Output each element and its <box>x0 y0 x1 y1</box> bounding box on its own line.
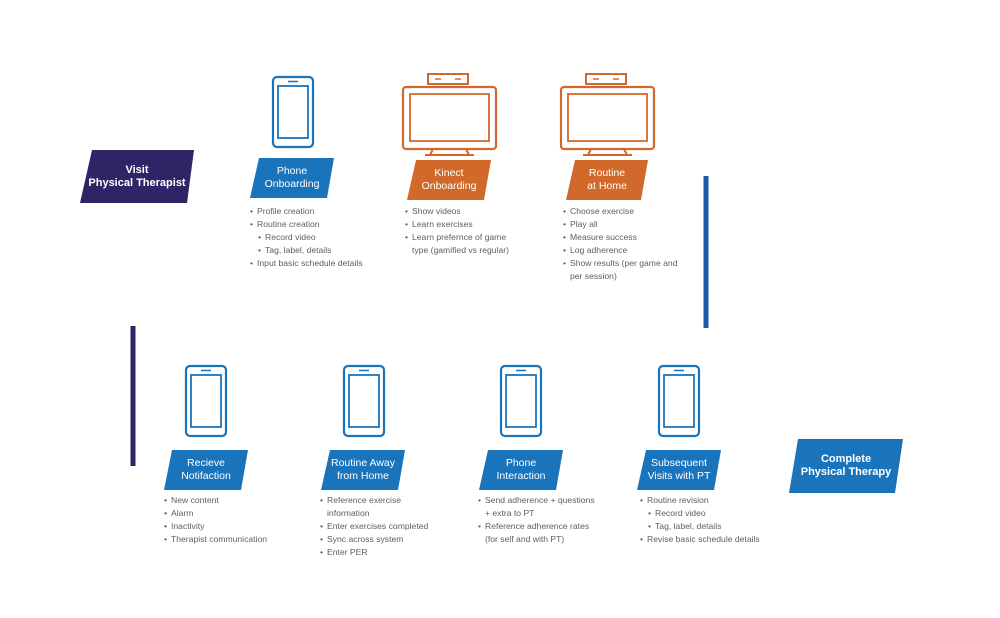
step-label-phone-interaction: Phone Interaction <box>496 457 546 482</box>
sub-bullet-item: Tag, label, details <box>648 520 790 533</box>
bullet-item: Show results (per game and per session) <box>563 257 713 283</box>
bullet-item: Reference adherence rates (for self and … <box>478 520 628 546</box>
phone-icon <box>342 364 386 438</box>
bullet-item: Measure success <box>563 231 713 244</box>
bullet-item: Sync across system <box>320 533 470 546</box>
bullet-item: Learn prefernce of game type (gamified v… <box>405 231 555 257</box>
step-box-phone-interaction <box>479 450 563 490</box>
sub-bullet-item: Tag, label, details <box>258 244 400 257</box>
bullet-item: New content <box>164 494 314 507</box>
phone-icon <box>271 75 315 149</box>
bullet-item: Alarm <box>164 507 314 520</box>
bullets-receive-notification: New contentAlarmInactivityTherapist comm… <box>164 494 314 546</box>
step-label-kinect-onboarding: Kinect Onboarding <box>421 167 477 192</box>
bullet-item: Show videos <box>405 205 555 218</box>
step-box-complete <box>789 439 903 493</box>
bullet-item: Routine creation <box>250 218 400 231</box>
bullet-item: Choose exercise <box>563 205 713 218</box>
phone-icon <box>499 364 543 438</box>
step-label-subsequent-visits: Subsequent Visits with PT <box>647 457 711 482</box>
bullet-item: Therapist communication <box>164 533 314 546</box>
step-label-routine-away: Routine Away from Home <box>330 457 395 482</box>
bullets-kinect-onboarding: Show videosLearn exercisesLearn prefernc… <box>405 205 555 257</box>
phone-icon <box>657 364 701 438</box>
step-box-routine-away <box>321 450 405 490</box>
bullet-item: Enter exercises completed <box>320 520 470 533</box>
bullet-item: Enter PER <box>320 546 470 559</box>
step-box-subsequent-visits <box>637 450 721 490</box>
step-box-visit <box>80 150 194 203</box>
phone-icon <box>184 364 228 438</box>
bullets-phone-onboarding: Profile creationRoutine creationRecord v… <box>250 205 400 270</box>
bullets-routine-home: Choose exercisePlay allMeasure successLo… <box>563 205 713 282</box>
bullet-item: Input basic schedule details <box>250 257 400 270</box>
step-label-visit: Visit Physical Therapist <box>88 163 186 189</box>
bullet-item: Reference exercise information <box>320 494 470 520</box>
step-label-receive-notification: Recieve Notifaction <box>181 457 231 482</box>
bullet-item: Inactivity <box>164 520 314 533</box>
sub-bullet-item: Record video <box>258 231 400 244</box>
bullet-item: Send adherence + questions + extra to PT <box>478 494 628 520</box>
bullet-item: Revise basic schedule details <box>640 533 790 546</box>
kinect-tv-icon <box>559 73 656 156</box>
bullet-item: Profile creation <box>250 205 400 218</box>
step-box-kinect-onboarding <box>407 160 491 200</box>
bullet-item: Routine revision <box>640 494 790 507</box>
kinect-tv-icon <box>401 73 498 156</box>
step-box-receive-notification <box>164 450 248 490</box>
bullets-routine-away: Reference exercise informationEnter exer… <box>320 494 470 559</box>
sub-bullet-item: Record video <box>648 507 790 520</box>
step-box-routine-home <box>566 160 648 200</box>
step-label-phone-onboarding: Phone Onboarding <box>264 165 320 190</box>
bullets-subsequent-visits: Routine revisionRecord videoTag, label, … <box>640 494 790 546</box>
bullet-item: Log adherence <box>563 244 713 257</box>
bullet-item: Play all <box>563 218 713 231</box>
step-box-phone-onboarding <box>250 158 334 198</box>
step-label-routine-home: Routine at Home <box>587 167 627 192</box>
bullet-item: Learn exercises <box>405 218 555 231</box>
step-label-complete: Complete Physical Therapy <box>800 453 892 478</box>
bullets-phone-interaction: Send adherence + questions + extra to PT… <box>478 494 628 546</box>
